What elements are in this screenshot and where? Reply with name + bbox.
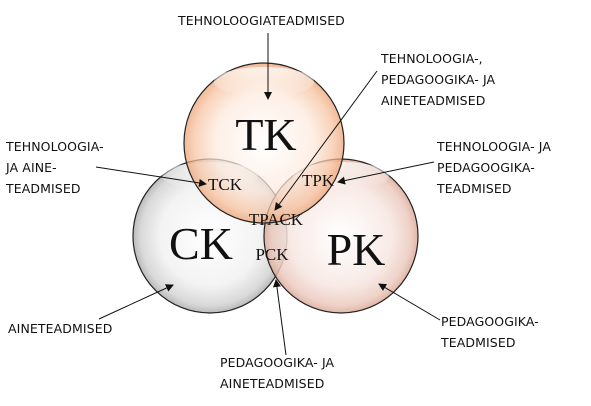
caption-tk: TEHNOLOOGIATEADMISED	[178, 10, 345, 31]
tpk-label: TPK	[302, 171, 335, 190]
caption-line: TEHNOLOOGIA-,	[381, 51, 483, 66]
caption-line: AINETEADMISED	[8, 321, 113, 336]
caption-line: AINETEADMISED	[220, 376, 325, 391]
caption-line: TEADMISED	[441, 335, 516, 350]
caption-line: TEADMISED	[437, 181, 512, 196]
caption-pck: PEDAGOOGIKA- JA AINETEADMISED	[220, 352, 334, 394]
arrow-tpack	[274, 70, 378, 211]
tpack-label: TPACK	[249, 210, 304, 229]
caption-line: PEDAGOOGIKA-	[437, 160, 535, 175]
pk-label: PK	[327, 224, 386, 275]
caption-tck: TEHNOLOOGIA- JA AINE- TEADMISED	[6, 136, 104, 199]
ck-label: CK	[169, 218, 233, 269]
arrow-pk	[378, 283, 441, 321]
caption-line: TEADMISED	[6, 181, 81, 196]
caption-tpk: TEHNOLOOGIA- JA PEDAGOOGIKA- TEADMISED	[437, 136, 551, 199]
caption-line: PEDAGOOGIKA- JA	[381, 72, 496, 87]
tk-label: TK	[235, 109, 296, 160]
caption-tpack: TEHNOLOOGIA-, PEDAGOOGIKA- JA AINETEADMI…	[381, 48, 495, 111]
caption-line: TEHNOLOOGIA- JA	[437, 139, 551, 154]
pck-label: PCK	[255, 245, 289, 264]
caption-ck: AINETEADMISED	[8, 318, 112, 339]
caption-line: TEHNOLOOGIATEADMISED	[178, 13, 345, 28]
circle-tk	[183, 62, 345, 224]
arrow-tck	[95, 166, 207, 187]
arrow-pck	[272, 279, 287, 356]
caption-line: AINETEADMISED	[381, 93, 486, 108]
caption-line: JA AINE-	[6, 160, 57, 175]
caption-line: PEDAGOOGIKA-	[441, 314, 539, 329]
caption-line: PEDAGOOGIKA- JA	[220, 355, 335, 370]
tck-label: TCK	[208, 175, 243, 194]
arrow-ck	[98, 284, 174, 320]
caption-pk: PEDAGOOGIKA- TEADMISED	[441, 311, 539, 353]
caption-line: TEHNOLOOGIA-	[6, 139, 104, 154]
arrow-tpk	[337, 161, 435, 185]
